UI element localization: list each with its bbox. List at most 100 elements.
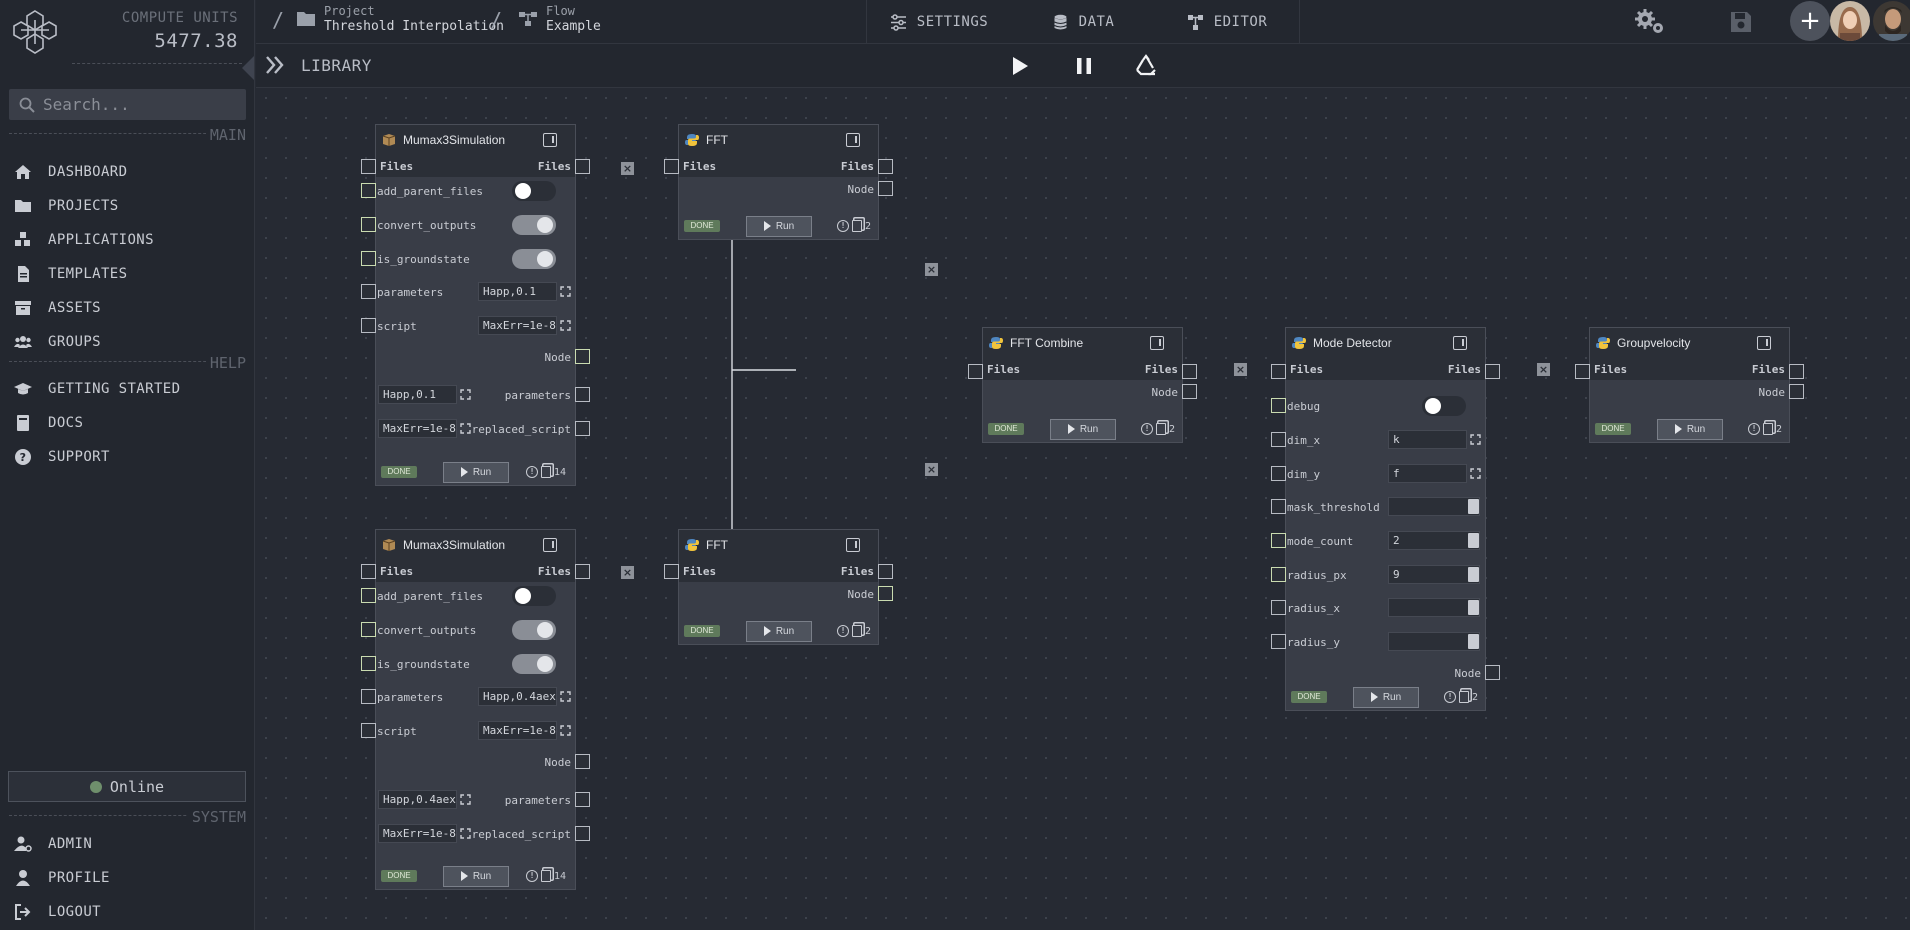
run-button[interactable]: Run bbox=[1050, 418, 1116, 440]
copy-icon[interactable] bbox=[1763, 423, 1773, 435]
node-header[interactable]: Mumax3Simulation bbox=[376, 125, 575, 155]
output-port-files[interactable] bbox=[575, 564, 590, 579]
copy-icon[interactable] bbox=[541, 870, 551, 882]
output-port-node[interactable] bbox=[575, 754, 590, 769]
input-port-mode-count[interactable] bbox=[1271, 533, 1286, 548]
expand-panel-icon[interactable] bbox=[846, 538, 860, 552]
node-header[interactable]: Mumax3Simulation bbox=[376, 530, 575, 560]
expand-icon[interactable] bbox=[1470, 434, 1481, 445]
copy-icon[interactable] bbox=[1459, 691, 1469, 703]
script-input[interactable]: MaxErr=1e-8 bbox=[478, 316, 557, 335]
input-port-files[interactable] bbox=[968, 364, 983, 379]
is-groundstate-toggle[interactable] bbox=[512, 654, 556, 674]
output-port-parameters[interactable] bbox=[575, 792, 590, 807]
expand-icon[interactable] bbox=[460, 794, 471, 805]
search-input[interactable]: Search... bbox=[9, 89, 246, 120]
mode-count-input[interactable]: 2 bbox=[1388, 531, 1480, 550]
output-port-replaced-script[interactable] bbox=[575, 421, 590, 436]
input-port-radius-px[interactable] bbox=[1271, 567, 1286, 582]
is-groundstate-toggle[interactable] bbox=[512, 249, 556, 269]
output-port-files[interactable] bbox=[1485, 364, 1500, 379]
copy-icon[interactable] bbox=[541, 466, 551, 478]
expand-panel-icon[interactable] bbox=[1150, 336, 1164, 350]
run-button[interactable]: Run bbox=[1353, 686, 1419, 708]
output-port-parameters[interactable] bbox=[575, 387, 590, 402]
nav-profile[interactable]: PROFILE bbox=[14, 867, 110, 889]
mask-threshold-input[interactable] bbox=[1388, 497, 1480, 516]
gears-icon[interactable] bbox=[1634, 8, 1666, 36]
number-spinner-icon[interactable] bbox=[1468, 499, 1479, 514]
info-icon[interactable]: ! bbox=[1444, 691, 1456, 703]
expand-panel-icon[interactable] bbox=[543, 538, 557, 552]
input-port-files[interactable] bbox=[664, 564, 679, 579]
output-port-files[interactable] bbox=[575, 159, 590, 174]
copy-icon[interactable] bbox=[852, 625, 862, 637]
input-port-radius-x[interactable] bbox=[1271, 600, 1286, 615]
copy-icon[interactable] bbox=[1156, 423, 1166, 435]
nav-groups[interactable]: GROUPS bbox=[14, 331, 101, 353]
node-header[interactable]: FFT bbox=[679, 530, 878, 560]
nav-support[interactable]: ? SUPPORT bbox=[14, 446, 110, 468]
nav-docs[interactable]: DOCS bbox=[14, 412, 83, 434]
remove-connection-button[interactable]: × bbox=[925, 463, 938, 476]
add-parent-files-toggle[interactable] bbox=[512, 181, 556, 201]
expand-panel-icon[interactable] bbox=[1757, 336, 1771, 350]
avatar[interactable] bbox=[1830, 1, 1870, 41]
double-chevron-right-icon[interactable] bbox=[264, 54, 286, 76]
nav-templates[interactable]: TEMPLATES bbox=[14, 263, 127, 285]
radius-x-input[interactable] bbox=[1388, 598, 1480, 617]
expand-panel-icon[interactable] bbox=[543, 133, 557, 147]
input-port-is-groundstate[interactable] bbox=[361, 251, 376, 266]
remove-connection-button[interactable]: × bbox=[925, 263, 938, 276]
input-port-radius-y[interactable] bbox=[1271, 634, 1286, 649]
output-port-node[interactable] bbox=[1789, 384, 1804, 399]
expand-icon[interactable] bbox=[1470, 468, 1481, 479]
input-port-files[interactable] bbox=[361, 159, 376, 174]
remove-connection-button[interactable]: × bbox=[1537, 363, 1550, 376]
nav-logout[interactable]: LOGOUT bbox=[14, 901, 101, 923]
input-port-add-parent-files[interactable] bbox=[361, 183, 376, 198]
info-icon[interactable]: ! bbox=[837, 220, 849, 232]
expand-icon[interactable] bbox=[560, 725, 571, 736]
number-spinner-icon[interactable] bbox=[1468, 533, 1479, 548]
info-icon[interactable]: ! bbox=[526, 870, 538, 882]
parameters-input[interactable]: Happ,0.1 bbox=[478, 282, 557, 301]
nav-admin[interactable]: ADMIN bbox=[14, 833, 92, 855]
expand-icon[interactable] bbox=[560, 320, 571, 331]
convert-outputs-toggle[interactable] bbox=[512, 620, 556, 640]
tab-data[interactable]: DATA bbox=[1011, 0, 1155, 44]
nav-dashboard[interactable]: DASHBOARD bbox=[14, 161, 127, 183]
output-port-node[interactable] bbox=[575, 349, 590, 364]
nav-getting-started[interactable]: GETTING STARTED bbox=[14, 378, 180, 400]
input-port-script[interactable] bbox=[361, 318, 376, 333]
expand-icon[interactable] bbox=[460, 828, 471, 839]
save-icon[interactable] bbox=[1730, 11, 1752, 33]
input-port-is-groundstate[interactable] bbox=[361, 656, 376, 671]
input-port-dim-y[interactable] bbox=[1271, 466, 1286, 481]
input-port-dim-x[interactable] bbox=[1271, 432, 1286, 447]
logo-icon[interactable] bbox=[12, 8, 58, 56]
run-button[interactable]: Run bbox=[1657, 418, 1723, 440]
output-port-files[interactable] bbox=[1182, 364, 1197, 379]
output-port-replaced-script[interactable] bbox=[575, 826, 590, 841]
tab-settings[interactable]: SETTINGS bbox=[867, 0, 1011, 44]
input-port-convert-outputs[interactable] bbox=[361, 217, 376, 232]
number-spinner-icon[interactable] bbox=[1468, 600, 1479, 615]
dim-y-input[interactable]: f bbox=[1388, 464, 1467, 483]
run-button[interactable]: Run bbox=[746, 215, 812, 237]
sidebar-collapse-handle[interactable] bbox=[242, 56, 254, 80]
nav-projects[interactable]: PROJECTS bbox=[14, 195, 119, 217]
remove-connection-button[interactable]: × bbox=[621, 566, 634, 579]
copy-icon[interactable] bbox=[852, 220, 862, 232]
expand-icon[interactable] bbox=[560, 691, 571, 702]
tab-editor[interactable]: EDITOR bbox=[1155, 0, 1299, 44]
node-header[interactable]: Mode Detector bbox=[1286, 328, 1485, 358]
info-icon[interactable]: ! bbox=[837, 625, 849, 637]
